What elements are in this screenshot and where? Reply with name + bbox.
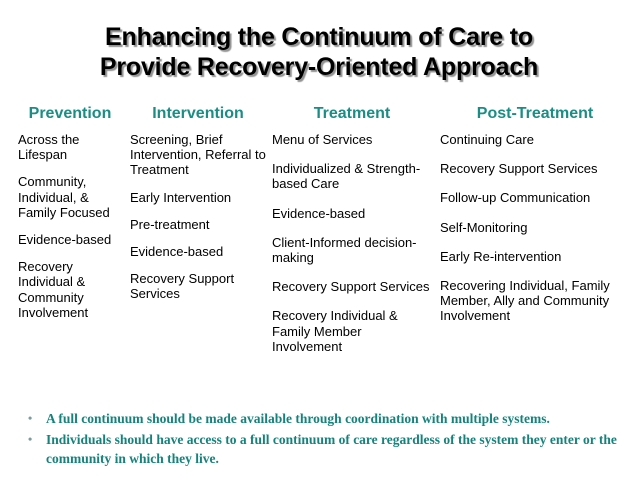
list-item: Client-Informed decision-making — [272, 234, 417, 266]
list-item: Recovery Support Services — [440, 161, 598, 177]
list-item: Recovery Individual & Family Member Invo… — [272, 308, 398, 354]
list-item: Community, Individual, & Family Focused — [18, 174, 110, 220]
list-item: Self-Monitoring — [440, 219, 528, 235]
bullet-text: Individuals should have access to a full… — [46, 432, 617, 466]
bullet-text: A full continuum should be made availabl… — [46, 411, 550, 426]
bullet-item: • Individuals should have access to a fu… — [22, 430, 622, 468]
list-item: Early Intervention — [130, 189, 232, 205]
list-item: Pre-treatment — [130, 216, 210, 232]
bullet-item: • A full continuum should be made availa… — [22, 409, 622, 428]
list-item: Recovery Support Services — [272, 279, 430, 295]
column-body-treatment: Menu of Services Individualized & Streng… — [272, 132, 432, 354]
list-item: Individualized & Strength-based Care — [272, 161, 421, 192]
column-body-prevention: Across the Lifespan Community, Individua… — [18, 132, 126, 320]
bullet-marker-icon: • — [28, 432, 33, 446]
column-header-intervention: Intervention — [152, 105, 244, 122]
column-header-treatment: Treatment — [313, 105, 391, 122]
page-title: Enhancing the Continuum of Care to Provi… — [0, 22, 638, 82]
list-item: Follow-up Communication — [440, 190, 591, 206]
list-item: Across the Lifespan — [18, 132, 80, 163]
column-body-intervention: Screening, Brief Intervention, Referral … — [130, 132, 266, 302]
column-header-post-treatment: Post-Treatment — [476, 105, 594, 122]
column-prevention: Prevention Across the Lifespan Community… — [18, 104, 126, 332]
list-item: Evidence-based — [272, 205, 366, 221]
column-body-post-treatment: Continuing Care Recovery Support Service… — [440, 132, 630, 324]
column-post-treatment: Post-Treatment Continuing Care Recovery … — [440, 104, 630, 338]
list-item: Recovery Individual & Community Involvem… — [18, 259, 89, 320]
column-treatment: Treatment Menu of Services Individualize… — [272, 104, 432, 368]
summary-bullet-list: • A full continuum should be made availa… — [22, 409, 622, 470]
list-item: Screening, Brief Intervention, Referral … — [130, 132, 266, 178]
page-title-line-2: Provide Recovery-Oriented Approach — [99, 53, 539, 81]
list-item: Recovery Support Services — [130, 271, 235, 302]
list-item: Menu of Services — [272, 132, 373, 147]
list-item: Continuing Care — [440, 132, 534, 147]
column-intervention: Intervention Screening, Brief Interventi… — [130, 104, 266, 314]
bullet-marker-icon: • — [28, 411, 33, 425]
list-item: Early Re-intervention — [440, 248, 562, 264]
list-item: Evidence-based — [18, 232, 112, 248]
list-item: Recovering Individual, Family Member, Al… — [440, 278, 610, 324]
list-item: Evidence-based — [130, 244, 224, 260]
page-title-line-1: Enhancing the Continuum of Care to — [105, 23, 533, 51]
column-header-prevention: Prevention — [28, 105, 112, 122]
